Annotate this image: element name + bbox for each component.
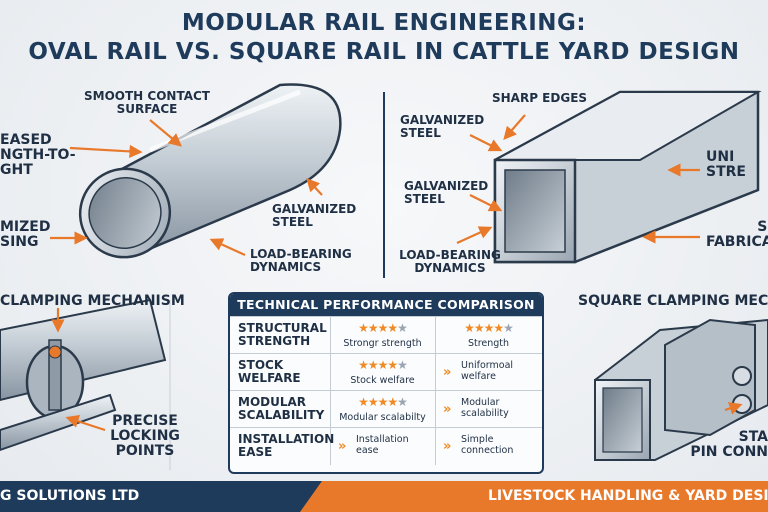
page-title-line2: OVAL RAIL VS. SQUARE RAIL IN CATTLE YARD… xyxy=(28,39,740,65)
row-label-modular-scalability: MODULAR SCALABILITY xyxy=(238,395,325,422)
chevron-right-icon: » xyxy=(338,439,347,454)
row-label-structural-strength: STRUCTURAL STRENGTH xyxy=(238,321,327,348)
square-caption: Uniformoal welfare xyxy=(461,360,514,382)
oval-caption: Modular scalabilty xyxy=(339,412,426,423)
rating-stars-icon: ★★★★★ xyxy=(464,321,514,335)
square-clamp-illustration xyxy=(594,318,768,461)
label-sharp-edges: SHARP EDGES xyxy=(492,91,588,105)
oval-caption: Strongr strength xyxy=(343,338,422,349)
rating-stars-icon: ★★★★★ xyxy=(358,395,408,409)
label-smooth-contact: SMOOTH CONTACT SURFACE xyxy=(84,89,210,116)
square-caption: Simple connection xyxy=(461,434,514,456)
rating-stars-icon: ★★★★★ xyxy=(358,358,408,372)
label-galvanized-square-bottom: GALVANIZED STEEL xyxy=(404,179,489,206)
chevron-right-icon: » xyxy=(443,439,452,454)
footer-banner: G SOLUTIONS LTD LIVESTOCK HANDLING & YAR… xyxy=(0,481,768,512)
table-title: TECHNICAL PERFORMANCE COMPARISON xyxy=(230,294,542,316)
label-load-bearing-oval: LOAD-BEARING DYNAMICS xyxy=(250,247,352,274)
label-increased-strength: EASED NGTH-TO- GHT xyxy=(0,132,76,178)
table-row: STRUCTURAL STRENGTH ★★★★★ Strongr streng… xyxy=(230,316,542,354)
chevron-right-icon: » xyxy=(443,365,452,380)
annotation-arrows xyxy=(50,114,743,432)
page-title-line1: MODULAR RAIL ENGINEERING: xyxy=(181,10,587,36)
square-caption: Modular scalability xyxy=(461,397,509,419)
table-row: MODULAR SCALABILITY ★★★★★ Modular scalab… xyxy=(230,390,542,428)
label-load-bearing-square: LOAD-BEARING DYNAMICS xyxy=(399,248,501,275)
label-uniform-strength: UNI STRE xyxy=(706,149,746,180)
square-caption: Strength xyxy=(467,338,510,349)
label-simple-fabrication: SI FABRICA xyxy=(706,219,768,250)
illustration-layer xyxy=(0,83,768,470)
label-optimized-sizing: MIZED SING xyxy=(0,219,51,250)
chevron-right-icon: » xyxy=(443,402,452,417)
footer-orange-band xyxy=(322,481,768,512)
label-precise-locking: PRECISE LOCKING POINTS xyxy=(110,413,180,459)
table-row: INSTALLATION EASE » Installation ease » … xyxy=(230,427,542,472)
rating-stars-icon: ★★★★★ xyxy=(358,321,408,335)
row-label-stock-welfare: STOCK WELFARE xyxy=(238,358,301,385)
label-galvanized-oval: GALVANIZED STEEL xyxy=(272,202,357,229)
table-row: STOCK WELFARE ★★★★★ Stock welfare » Unif… xyxy=(230,353,542,391)
square-rail-illustration xyxy=(493,90,762,264)
footer-tagline: LIVESTOCK HANDLING & YARD DESIG xyxy=(488,488,768,504)
oval-caption: Installation ease xyxy=(356,434,409,456)
row-label-installation-ease: INSTALLATION EASE xyxy=(238,432,335,459)
label-galvanized-square-top: GALVANIZED STEEL xyxy=(400,113,485,140)
oval-clamp-illustration xyxy=(0,298,167,452)
square-clamp-title: SQUARE CLAMPING MECHA xyxy=(578,293,768,309)
footer-company-name: G SOLUTIONS LTD xyxy=(0,488,140,504)
footer-divider-shape xyxy=(300,481,322,512)
oval-clamp-title: CLAMPING MECHANISM xyxy=(0,293,185,309)
oval-caption: Stock welfare xyxy=(350,375,415,386)
comparison-table: TECHNICAL PERFORMANCE COMPARISON STRUCTU… xyxy=(228,292,544,474)
label-pin-connection: STA PIN CONN xyxy=(690,429,768,460)
